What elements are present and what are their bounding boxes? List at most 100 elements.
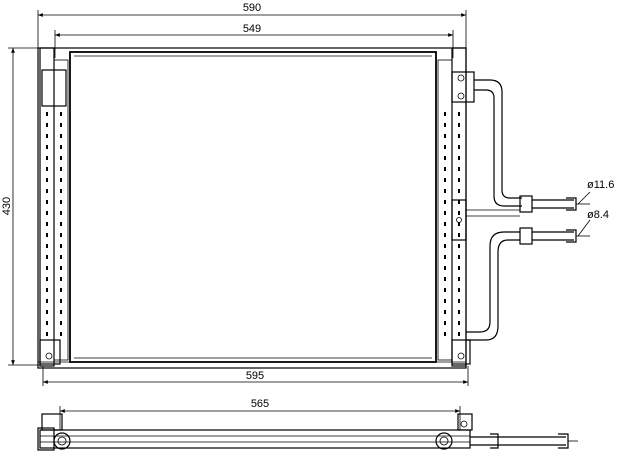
rail-hole (444, 288, 446, 292)
dim-label-565: 565 (251, 398, 269, 410)
rail-hole (46, 222, 48, 226)
rail-hole (444, 123, 446, 127)
pipe-junction-lower (519, 227, 533, 245)
rail-hole (60, 255, 62, 259)
rail-hole (458, 233, 460, 237)
rail-hole (60, 310, 62, 314)
rail-hole (458, 310, 460, 314)
rail-hole (444, 299, 446, 303)
refrigerant-piping: ø11.6 ø8.4 (466, 79, 614, 341)
rail-hole (46, 112, 48, 116)
rail-hole (46, 288, 48, 292)
rail-hole (60, 277, 62, 281)
pipe-junction-upper (519, 195, 533, 213)
dim-label-diameter-small: ø8.4 (587, 209, 609, 221)
dim-label-549: 549 (243, 23, 261, 35)
rail-hole (458, 222, 460, 226)
rail-hole (458, 277, 460, 281)
condenser-bottom-view (37, 413, 578, 451)
rail-hole (60, 233, 62, 237)
dim-label-diameter-large: ø11.6 (587, 179, 614, 191)
condenser-front-view (37, 47, 475, 369)
rail-hole (46, 211, 48, 215)
rail-hole (60, 332, 62, 336)
rail-hole (46, 200, 48, 204)
rail-hole (46, 189, 48, 193)
rail-hole (444, 167, 446, 171)
rail-hole (444, 321, 446, 325)
rail-hole (444, 255, 446, 259)
rail-hole (46, 299, 48, 303)
rail-hole (46, 255, 48, 259)
dim-label-595: 595 (246, 370, 264, 382)
rail-hole (46, 310, 48, 314)
rail-hole (46, 134, 48, 138)
dimension-height: 430 (1, 47, 40, 366)
mount-bracket-bottom-left (39, 339, 61, 365)
dim-label-590: 590 (243, 2, 261, 14)
rail-hole (60, 244, 62, 248)
rail-hole (444, 145, 446, 149)
rail-hole (60, 222, 62, 226)
rail-hole (458, 266, 460, 270)
inlet-fitting (451, 71, 475, 103)
rail-hole (458, 156, 460, 160)
rail-hole (444, 244, 446, 248)
rail-hole (444, 189, 446, 193)
rail-hole (60, 299, 62, 303)
rail-hole (46, 178, 48, 182)
rail-hole (458, 145, 460, 149)
rail-hole (46, 321, 48, 325)
rail-hole (458, 332, 460, 336)
rail-hole (458, 211, 460, 215)
rail-hole (444, 211, 446, 215)
rail-hole (60, 145, 62, 149)
rail-hole (46, 123, 48, 127)
rail-hole (444, 233, 446, 237)
rail-hole (458, 189, 460, 193)
rail-hole (46, 145, 48, 149)
rail-hole (444, 266, 446, 270)
mount-bracket-bottom-right (451, 339, 471, 365)
rail-hole (444, 112, 446, 116)
rail-hole (458, 288, 460, 292)
rail-hole (444, 222, 446, 226)
rail-hole (60, 178, 62, 182)
rail-hole (60, 134, 62, 138)
rail-hole (458, 178, 460, 182)
rail-hole (46, 156, 48, 160)
rail-hole (46, 332, 48, 336)
rail-hole (444, 156, 446, 160)
rail-hole (46, 277, 48, 281)
rail-hole (458, 321, 460, 325)
rail-hole (444, 310, 446, 314)
rail-hole (458, 134, 460, 138)
rail-hole (444, 178, 446, 182)
rail-hole (46, 244, 48, 248)
rail-hole (60, 266, 62, 270)
dimension-bottom-width: 595 (42, 366, 469, 386)
rail-hole (444, 134, 446, 138)
rail-hole (46, 167, 48, 171)
rail-hole (458, 112, 460, 116)
rail-hole (458, 255, 460, 259)
rail-hole (444, 200, 446, 204)
rail-hole (46, 266, 48, 270)
rail-hole (60, 167, 62, 171)
dimension-core-width: 549 (54, 23, 454, 58)
rail-hole (458, 244, 460, 248)
rail-hole (444, 277, 446, 281)
rail-hole (60, 200, 62, 204)
rail-hole (60, 288, 62, 292)
rail-hole (60, 189, 62, 193)
rail-hole (60, 123, 62, 127)
rail-mounting-holes (46, 112, 460, 336)
rail-hole (60, 156, 62, 160)
rail-hole (60, 321, 62, 325)
rail-hole (458, 123, 460, 127)
rail-hole (46, 233, 48, 237)
condenser-core (69, 51, 437, 363)
rail-hole (458, 167, 460, 171)
rail-hole (60, 211, 62, 215)
